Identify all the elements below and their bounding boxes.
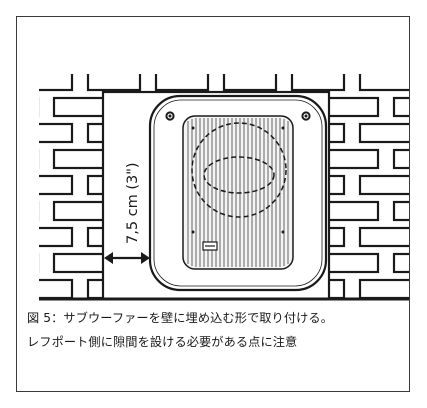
caption-line-2: レフポート側に隙間を設ける必要がある点に注意	[27, 335, 298, 349]
grille-screws	[191, 126, 285, 234]
brand-badge	[202, 241, 218, 251]
speaker-grille	[182, 115, 294, 270]
caption-line-1: 図 5：サブウーファーを壁に埋め込む形で取り付ける。	[27, 311, 333, 325]
clearance-label: 7,5 cm (3")	[125, 162, 141, 244]
woofer-outline	[191, 122, 287, 218]
mounting-screws	[165, 111, 311, 121]
clearance-dimension-arrow	[104, 252, 150, 264]
figure-caption: 図 5：サブウーファーを壁に埋め込む形で取り付ける。 レフポート側に隙間を設ける…	[27, 306, 407, 354]
